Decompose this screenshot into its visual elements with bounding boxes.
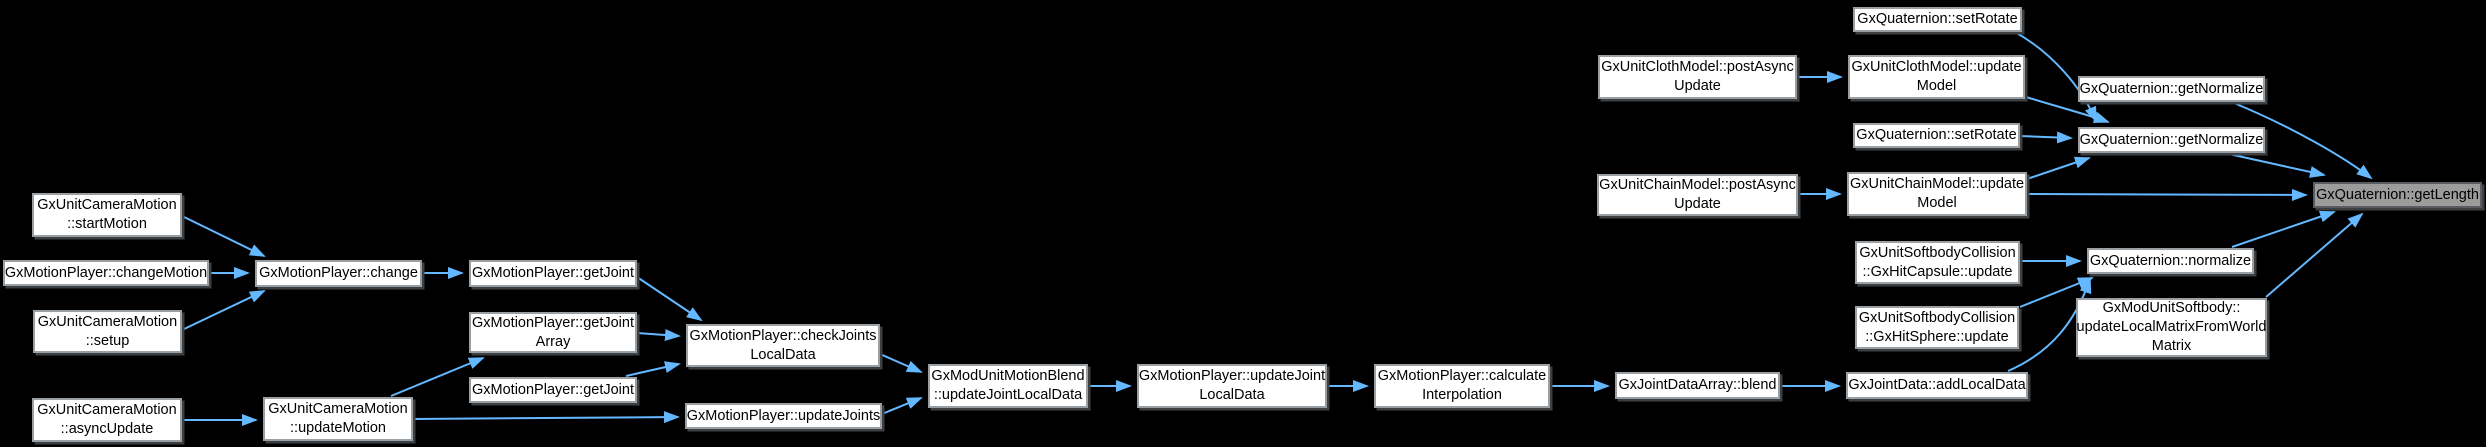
edge-chain-update-model-to-get-normalize-2 xyxy=(2026,156,2091,180)
edge-softbody-matrix-to-get-length xyxy=(2265,212,2364,298)
graph-node-label-line: GxMotionPlayer::updateJoints xyxy=(686,407,881,424)
graph-node-label-line: GxModUnitMotionBlend xyxy=(931,368,1085,384)
graph-node-label-line: GxMotionPlayer::getJoint xyxy=(472,265,634,281)
edge-get-joint-1-to-check-joints xyxy=(636,276,703,322)
graph-node-add-local-data[interactable]: GxJointData::addLocalData xyxy=(1846,372,2028,399)
graph-node-label-line: Model xyxy=(1917,195,1957,211)
graph-node-label-line: GxMotionPlayer::changeMotion xyxy=(4,264,208,281)
edge-add-local-data-to-normalize xyxy=(2007,277,2092,372)
edge-chain-update-model-to-get-length xyxy=(2026,188,2308,201)
graph-node-label-line: ::setup xyxy=(85,332,130,349)
graph-node-label-line: GxMotionPlayer::change xyxy=(259,265,418,281)
graph-node-player-change-motion[interactable]: GxMotionPlayer::changeMotion xyxy=(3,260,209,286)
graph-node-label-line: GxUnitClothModel::postAsync xyxy=(1601,59,1794,75)
edge-update-joints-to-blend-update-jld xyxy=(881,397,923,415)
graph-node-label-line: GxUnitChainModel::update xyxy=(1849,176,2025,192)
graph-node-label-line: GxJointDataArray::blend xyxy=(1618,377,1777,393)
graph-node-label-line: ::startMotion xyxy=(67,216,147,232)
graph-node-label-line: GxUnitClothModel::update xyxy=(1851,59,2022,75)
graph-node-label-line: Update xyxy=(1674,78,1721,94)
edge-hit-sphere-update-to-normalize xyxy=(2019,277,2094,308)
graph-node-set-rotate-2[interactable]: GxQuaternion::setRotate xyxy=(1853,123,2020,148)
graph-node-label-line: ::asyncUpdate xyxy=(60,421,154,437)
graph-node-label-line: updateLocalMatrixFromWorld xyxy=(2076,319,2267,335)
graph-node-label-line: GxUnitCameraMotion xyxy=(37,313,178,330)
graph-node-camera-update-motion[interactable]: GxUnitCameraMotion::updateMotion xyxy=(263,397,413,441)
graph-node-label-line: GxMotionPlayer::calculate xyxy=(1377,368,1547,384)
graph-node-get-normalize-1[interactable]: GxQuaternion::getNormalize xyxy=(2078,76,2265,102)
edge-camera-start-motion-to-player-change xyxy=(181,215,266,257)
graph-node-label-line: Model xyxy=(1916,78,1957,94)
graph-node-set-rotate-1[interactable]: GxQuaternion::setRotate xyxy=(1853,7,2022,32)
graph-node-label-line: GxQuaternion::setRotate xyxy=(1856,127,2017,143)
graph-node-softbody-matrix[interactable]: GxModUnitSoftbody::updateLocalMatrixFrom… xyxy=(2076,298,2267,357)
graph-node-label-line: ::GxHitCapsule::update xyxy=(1862,263,2013,280)
graph-node-label-line: GxUnitCameraMotion xyxy=(268,401,408,417)
graph-node-get-normalize-2[interactable]: GxQuaternion::getNormalize xyxy=(2078,127,2265,153)
edge-get-joint-2-to-check-joints xyxy=(625,361,681,377)
graph-node-get-length[interactable]: GxQuaternion::getLength xyxy=(2313,182,2482,208)
graph-node-label-line: GxQuaternion::getNormalize xyxy=(2079,80,2264,97)
graph-node-get-joint-1[interactable]: GxMotionPlayer::getJoint xyxy=(469,260,637,287)
graph-node-joint-array-blend[interactable]: GxJointDataArray::blend xyxy=(1615,372,1780,399)
graph-node-label-line: ::GxHitSphere::update xyxy=(1865,328,2009,345)
graph-node-label-line: GxUnitCameraMotion xyxy=(37,402,177,418)
graph-node-label-line: Matrix xyxy=(2151,338,2192,354)
graph-node-hit-capsule-update[interactable]: GxUnitSoftbodyCollision::GxHitCapsule::u… xyxy=(1855,241,2020,284)
graph-node-camera-async-update[interactable]: GxUnitCameraMotion::asyncUpdate xyxy=(32,398,182,442)
graph-node-label-line: LocalData xyxy=(1199,387,1265,403)
graph-node-label-line: GxMotionPlayer::getJoint xyxy=(472,381,634,398)
graph-node-label-line: GxModUnitSoftbody:: xyxy=(2102,300,2241,316)
graph-node-update-joints[interactable]: GxMotionPlayer::updateJoints xyxy=(685,403,882,429)
graph-node-hit-sphere-update[interactable]: GxUnitSoftbodyCollision::GxHitSphere::up… xyxy=(1855,306,2019,349)
graph-node-label-line: ::updateJointLocalData xyxy=(933,387,1083,403)
edge-get-normalize-2-to-get-length xyxy=(2228,153,2326,178)
graph-node-camera-setup[interactable]: GxUnitCameraMotion::setup xyxy=(33,310,182,353)
graph-node-player-change[interactable]: GxMotionPlayer::change xyxy=(255,260,422,287)
edge-camera-update-motion-to-get-joint-array xyxy=(390,357,485,397)
graph-node-label-line: GxMotionPlayer::checkJoints xyxy=(689,327,877,344)
graph-node-normalize[interactable]: GxQuaternion::normalize xyxy=(2087,248,2254,274)
graph-node-label-line: GxJointData::addLocalData xyxy=(1848,377,2026,393)
graph-node-label-line: GxUnitSoftbodyCollision xyxy=(1858,309,2016,326)
edge-check-joints-to-blend-update-jld xyxy=(879,353,923,373)
graph-node-label-line: Interpolation xyxy=(1422,387,1502,403)
graph-node-label-line: GxQuaternion::normalize xyxy=(2089,252,2252,269)
graph-node-get-joint-2[interactable]: GxMotionPlayer::getJoint xyxy=(469,377,637,403)
edge-get-normalize-1-to-get-length xyxy=(2233,102,2373,180)
edge-set-rotate-2-to-get-normalize-2 xyxy=(2019,131,2073,144)
graph-node-label-line: GxUnitCameraMotion xyxy=(37,197,177,213)
graph-node-label-line: GxUnitSoftbodyCollision xyxy=(1859,244,2016,261)
graph-node-label-line: Array xyxy=(535,333,571,350)
edge-camera-setup-to-player-change xyxy=(181,290,266,331)
graph-node-label-line: GxQuaternion::setRotate xyxy=(1857,11,2018,27)
edge-set-rotate-1-to-get-normalize-2 xyxy=(2012,30,2097,123)
graph-node-camera-start-motion[interactable]: GxUnitCameraMotion::startMotion xyxy=(32,193,182,237)
graph-node-label-line: GxUnitChainModel::postAsync xyxy=(1599,177,1796,193)
edge-cloth-update-model-to-get-normalize-2 xyxy=(2025,96,2110,123)
edge-get-joint-array-to-check-joints xyxy=(636,329,681,341)
graph-node-label-line: ::updateMotion xyxy=(290,420,386,436)
graph-node-label-line: GxMotionPlayer::getJoint xyxy=(472,314,634,331)
graph-node-label-line: Update xyxy=(1674,196,1721,212)
edge-normalize-to-get-length xyxy=(2231,210,2336,248)
graph-node-label-line: LocalData xyxy=(750,346,816,363)
graph-node-label-line: GxMotionPlayer::updateJoint xyxy=(1138,368,1326,384)
graph-node-blend-update-jld[interactable]: GxModUnitMotionBlend::updateJointLocalDa… xyxy=(928,364,1088,408)
graph-node-label-line: GxQuaternion::getLength xyxy=(2316,186,2479,203)
edge-camera-update-motion-to-update-joints xyxy=(412,411,680,424)
graph-node-label-line: GxQuaternion::getNormalize xyxy=(2079,131,2264,148)
